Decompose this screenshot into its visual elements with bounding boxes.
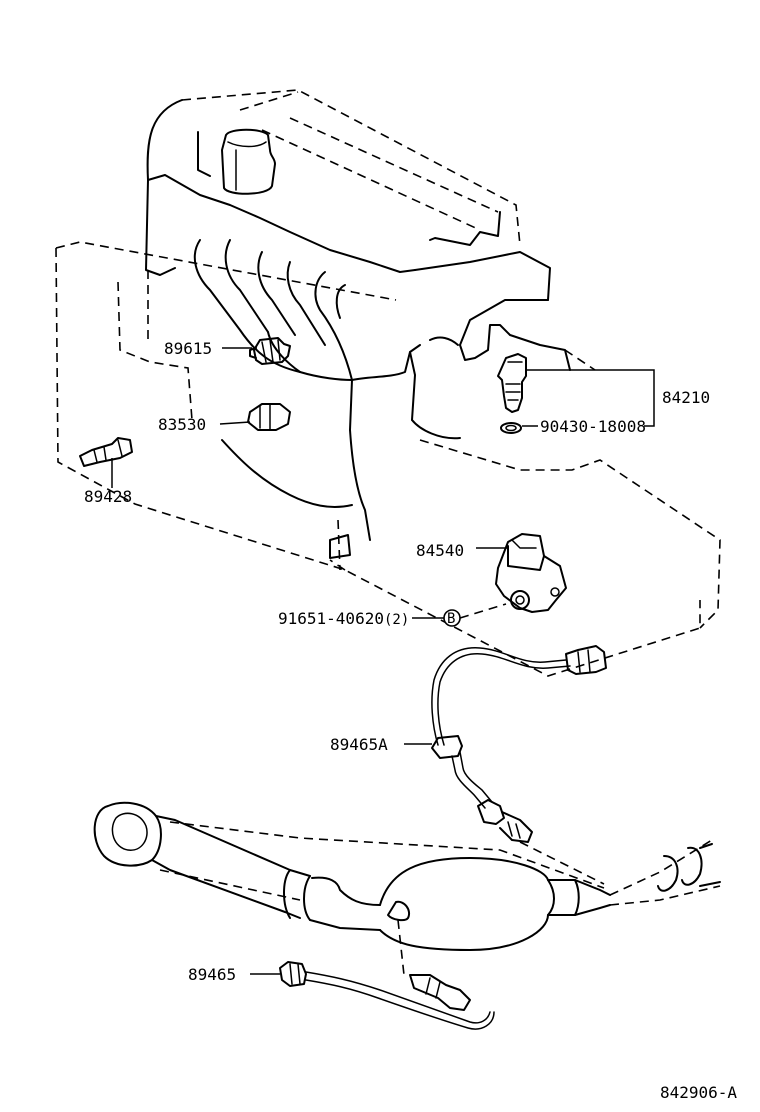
figure-id: 842906-A <box>660 1083 737 1102</box>
sensor-84540 <box>495 533 567 613</box>
exhaust-pipe <box>93 801 721 976</box>
label-89465A: 89465A <box>330 735 388 754</box>
leader-84210 <box>526 369 655 427</box>
label-89615: 89615 <box>164 339 212 358</box>
bolt-marker <box>412 609 461 627</box>
engine-block <box>55 89 721 677</box>
sensor-89428 <box>79 437 133 467</box>
label-89465: 89465 <box>188 965 236 984</box>
bolt-marker-letter: B <box>447 611 455 627</box>
bolt-dash-line <box>459 603 507 619</box>
leader-83530 <box>219 421 251 425</box>
gasket-90430-18008 <box>500 422 522 434</box>
label-91651-qty: (2) <box>384 612 409 628</box>
sensor-84210 <box>497 353 527 413</box>
label-83530: 83530 <box>158 415 206 434</box>
o2-sensor-89465 <box>279 961 495 1030</box>
label-91651-40620: 91651-40620 <box>278 609 384 628</box>
label-84210: 84210 <box>662 388 710 407</box>
o2-sensor-89465A <box>431 645 607 843</box>
label-90430-18008: 90430-18008 <box>540 417 646 436</box>
sensor-83530 <box>247 403 291 431</box>
sensor-89615 <box>249 337 291 365</box>
label-89428: 89428 <box>84 487 132 506</box>
label-84540: 84540 <box>416 541 464 560</box>
